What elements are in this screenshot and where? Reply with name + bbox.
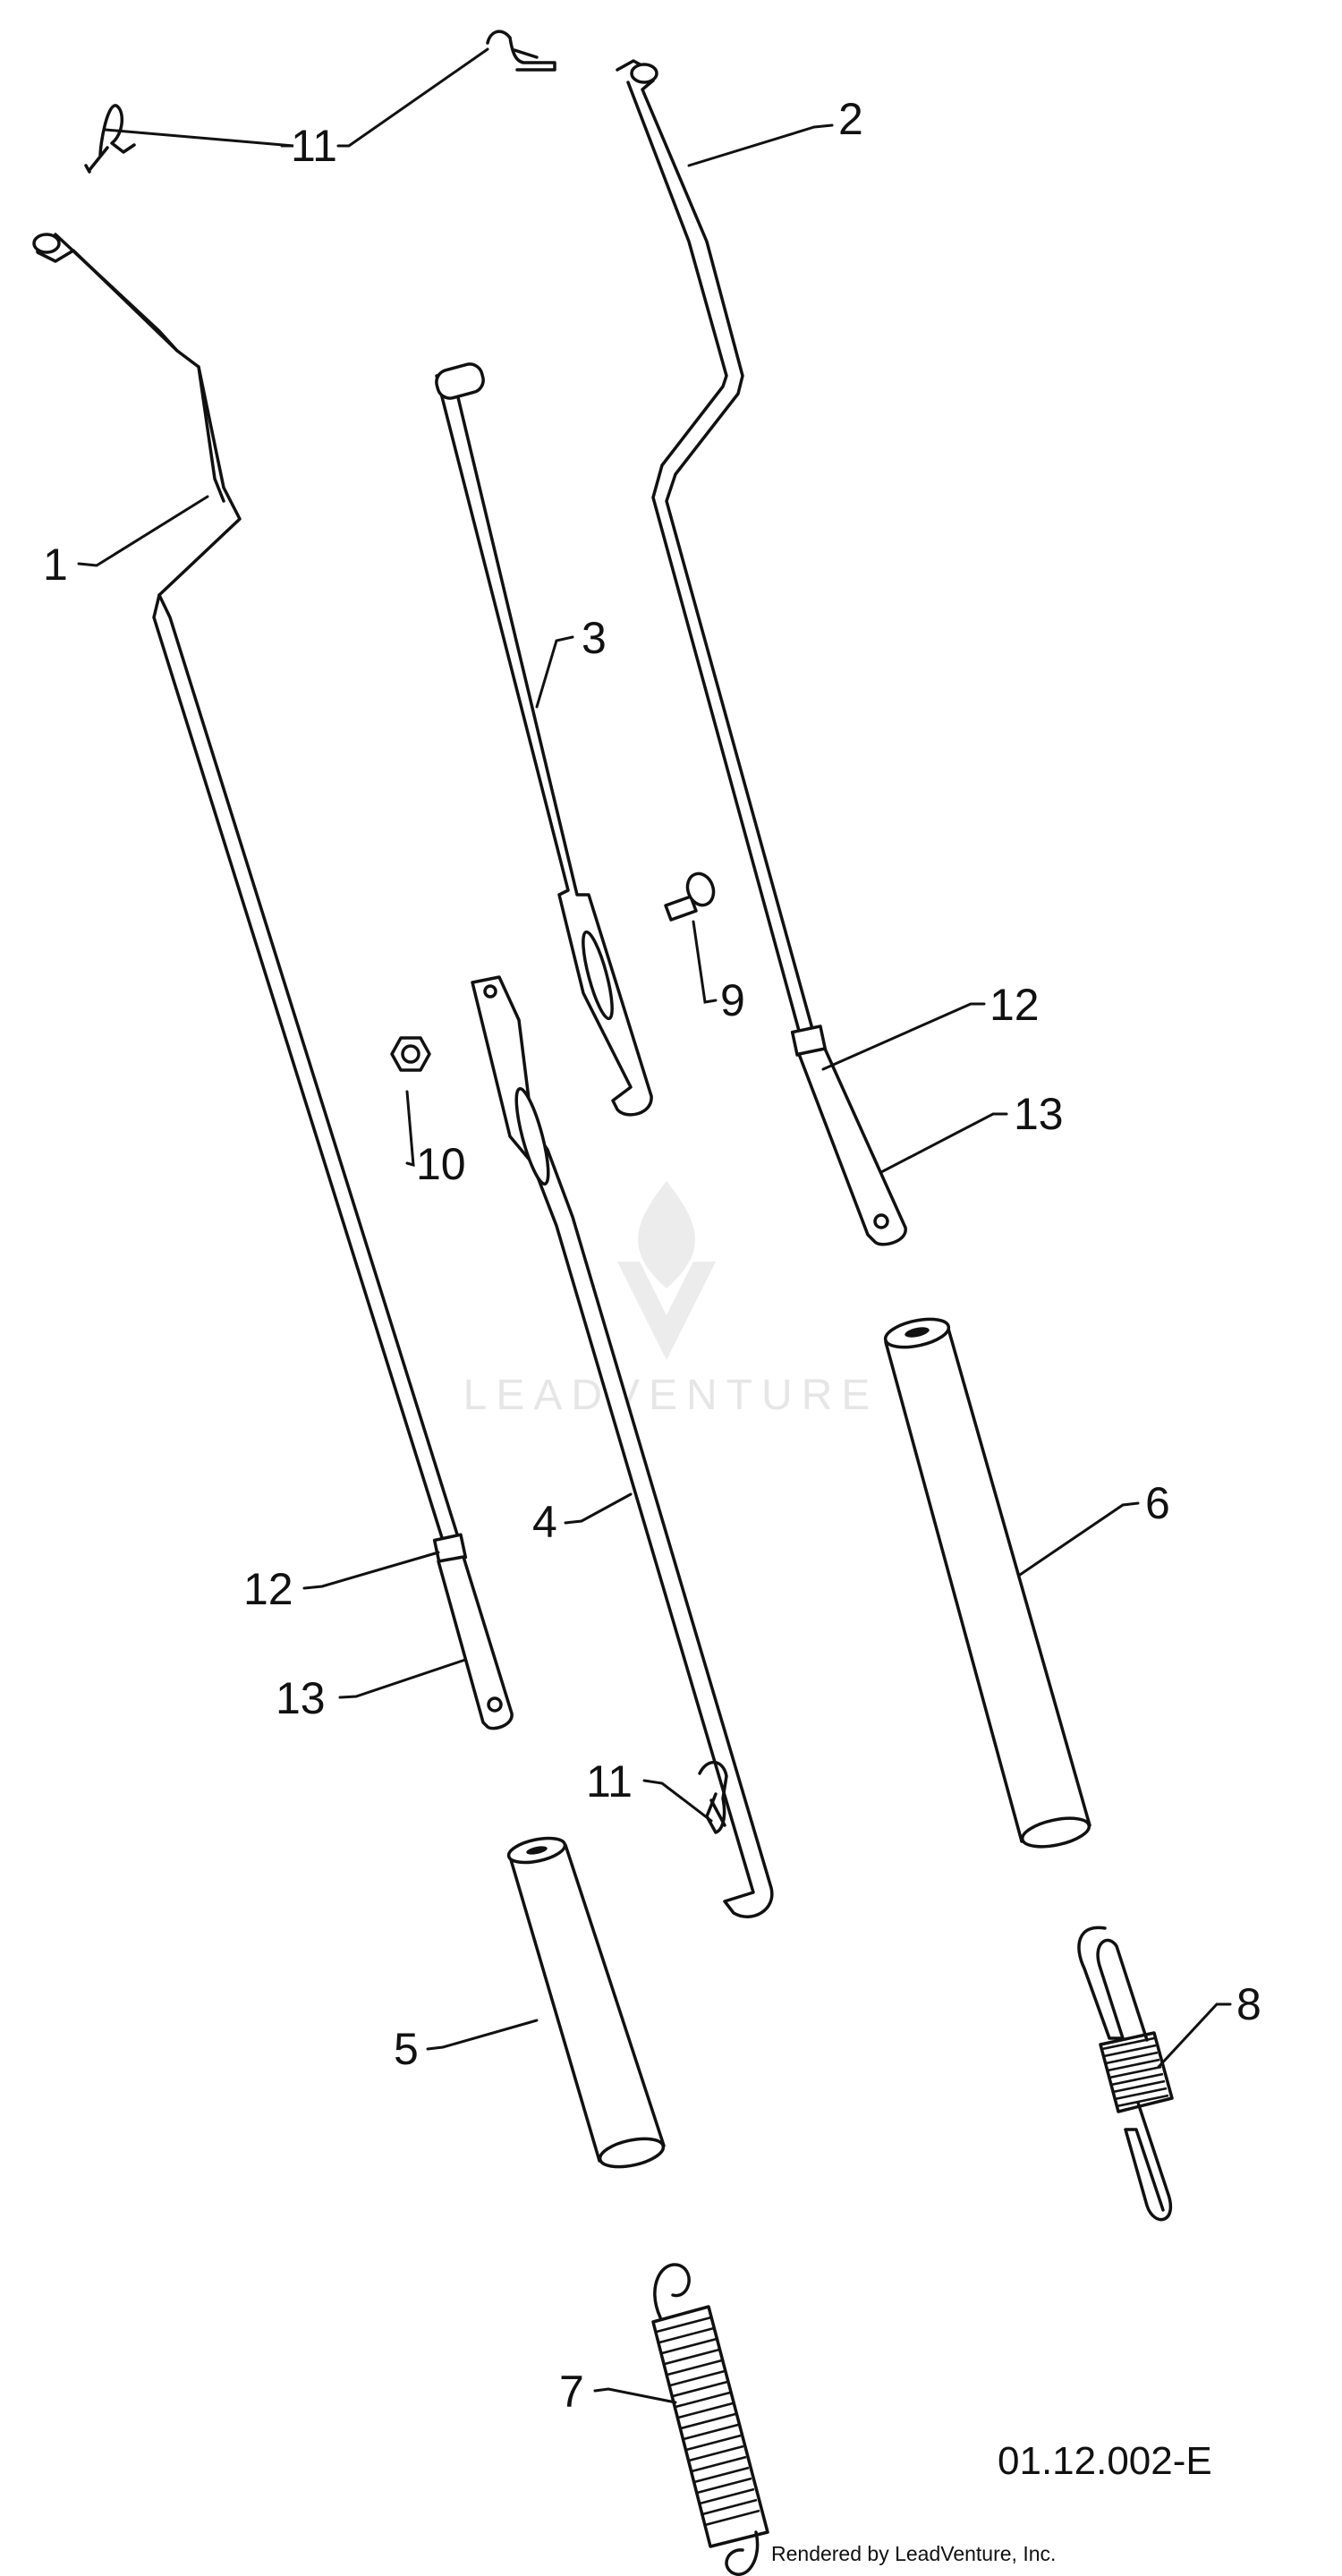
- callout-13-left: 13: [276, 1673, 326, 1723]
- part-11-clip-lower: [698, 1760, 728, 1834]
- callout-2: 2: [838, 94, 863, 144]
- part-13-clevis-right: [797, 1047, 907, 1246]
- callout-4: 4: [532, 1497, 557, 1547]
- callout-6: 6: [1145, 1478, 1170, 1528]
- part-5-tube: [506, 1836, 666, 2169]
- callout-12-left: 12: [243, 1564, 293, 1614]
- part-3-bar: [435, 362, 653, 1117]
- callout-11-lower: 11: [586, 1756, 633, 1807]
- part-2-rod: [616, 59, 814, 1033]
- diagram-code: 01.12.002-E: [998, 2439, 1212, 2483]
- callout-13-right: 13: [1014, 1089, 1064, 1139]
- part-11-clip-top-right: [486, 30, 556, 72]
- callouts: 1 2 3 4 5 6 7 8 9 10 11 11 12 12 13 13: [43, 94, 1261, 2417]
- part-9-bolt: [664, 871, 716, 922]
- callout-10: 10: [416, 1139, 466, 1189]
- part-13-clevis-left: [437, 1555, 514, 1730]
- callout-8: 8: [1236, 1979, 1261, 2029]
- callout-5: 5: [394, 2024, 419, 2074]
- part-1-rod: [32, 233, 460, 1545]
- part-11-clip-top-left: [84, 104, 136, 174]
- watermark-logo: LEADVENTURE: [463, 1181, 879, 1419]
- callout-3: 3: [582, 613, 607, 663]
- leader-lines: [77, 47, 1232, 2404]
- part-7-spring: [651, 2263, 769, 2576]
- callout-12-right: 12: [990, 980, 1040, 1030]
- watermark-text: LEADVENTURE: [463, 1372, 879, 1419]
- callout-9: 9: [720, 975, 745, 1025]
- part-10-nut: [390, 1036, 431, 1072]
- callout-1: 1: [43, 540, 68, 590]
- render-credit: Rendered by LeadVenture, Inc.: [771, 2542, 1056, 2565]
- part-8-spring: [1077, 1926, 1174, 2222]
- spring-7-coils: [656, 2316, 760, 2527]
- callout-7: 7: [559, 2367, 584, 2417]
- callout-11-top: 11: [291, 121, 337, 171]
- spring-8-coils: [1099, 2031, 1174, 2113]
- part-6-tube: [883, 1317, 1091, 1849]
- part-4-bar: [471, 975, 774, 1918]
